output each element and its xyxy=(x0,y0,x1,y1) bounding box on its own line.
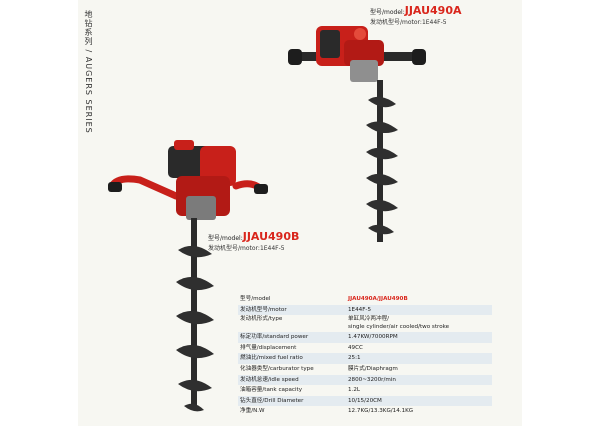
spec-row: 净重/N.W 12.7KG/13.3KG/14.1KG xyxy=(238,406,492,417)
spec-value-line-2: single cylinder/air cooled/two stroke xyxy=(348,324,450,331)
spec-value-line: JJAU490A/JJAU490B xyxy=(348,296,408,302)
product-a-model-prefix: 型号/model: xyxy=(370,9,405,16)
spec-label: 燃油比/mixed fuel ratio xyxy=(238,353,346,364)
spec-value-line: 10/15/20CM xyxy=(348,397,382,404)
series-title: 地钻系列 / AUGERS SERIES xyxy=(84,10,93,134)
spec-value: 12.7KG/13.3KG/14.1KG xyxy=(346,406,492,417)
auger-b-image xyxy=(108,140,268,412)
product-a-caption: 型号/model:JJAU490A 发动机型号/motor:1E44F-5 xyxy=(370,4,462,26)
spec-value: 1.2L xyxy=(346,385,492,396)
product-b-model-prefix: 型号/model: xyxy=(208,235,243,242)
spec-value-line: 单缸风冷两冲程/ xyxy=(348,316,390,323)
spec-value-line: 1E44F-5 xyxy=(348,306,372,313)
spec-value: 膜片式/Diaphragm xyxy=(346,364,492,375)
spec-label: 发动机型号/motor xyxy=(238,304,346,316)
spec-value-line: 2800~3200r/min xyxy=(348,376,396,383)
spec-value: 49CC xyxy=(346,343,492,354)
spec-label: 油箱容量/tank capacity xyxy=(240,387,303,394)
product-b-model: JJAU490B xyxy=(242,230,300,243)
spec-value: 单缸风冷两冲程/single cylinder/air cooled/two s… xyxy=(346,315,492,332)
spec-label: 净重/N.W xyxy=(240,408,265,415)
spec-row: 型号/model JJAU490A/JJAU490B xyxy=(238,294,492,305)
spec-label: 型号/model xyxy=(240,296,271,302)
spec-value-line: 1.2L xyxy=(348,387,361,394)
spec-label: 钻头直径/Drill Diameter xyxy=(238,395,346,407)
product-b-motor: 发动机型号/motor:1E44F-5 xyxy=(208,245,285,252)
product-a-motor: 发动机型号/motor:1E44F-5 xyxy=(370,19,447,26)
spec-label: 化油器类型/carburator type xyxy=(240,365,314,372)
spec-value-line: 25:1 xyxy=(348,355,361,362)
spec-row: 化油器类型/carburator type 膜片式/Diaphragm xyxy=(238,364,492,375)
spec-value-line: 12.7KG/13.3KG/14.1KG xyxy=(348,408,414,415)
spec-row: 排气量/displacement 49CC xyxy=(238,343,492,354)
spec-value: 10/15/20CM xyxy=(346,395,492,407)
product-b-caption: 型号/model:JJAU490B 发动机型号/motor:1E44F-5 xyxy=(208,230,299,252)
spec-value-line: 49CC xyxy=(348,344,363,351)
spec-value: 25:1 xyxy=(346,353,492,364)
spec-value: 2800~3200r/min xyxy=(346,374,492,386)
spec-value: 1.47KW/7000RPM xyxy=(346,332,492,343)
spec-label: 发动机怠速/idle speed xyxy=(238,374,346,386)
spec-value: JJAU490A/JJAU490B xyxy=(346,294,492,305)
spec-value-line: 1.47KW/7000RPM xyxy=(348,334,398,341)
product-a-model: JJAU490A xyxy=(404,4,462,17)
auger-a-image xyxy=(288,26,426,242)
spec-row: 油箱容量/tank capacity 1.2L xyxy=(238,385,492,396)
spec-value-line: 膜片式/Diaphragm xyxy=(348,365,398,372)
spec-label: 标定功率/standard power xyxy=(238,332,346,343)
spec-label: 发动机形式/type xyxy=(240,316,283,323)
spec-value: 1E44F-5 xyxy=(346,304,492,316)
spec-row: 发动机形式/type 单缸风冷两冲程/single cylinder/air co… xyxy=(238,315,492,332)
spec-label: 排气量/displacement xyxy=(240,344,297,351)
